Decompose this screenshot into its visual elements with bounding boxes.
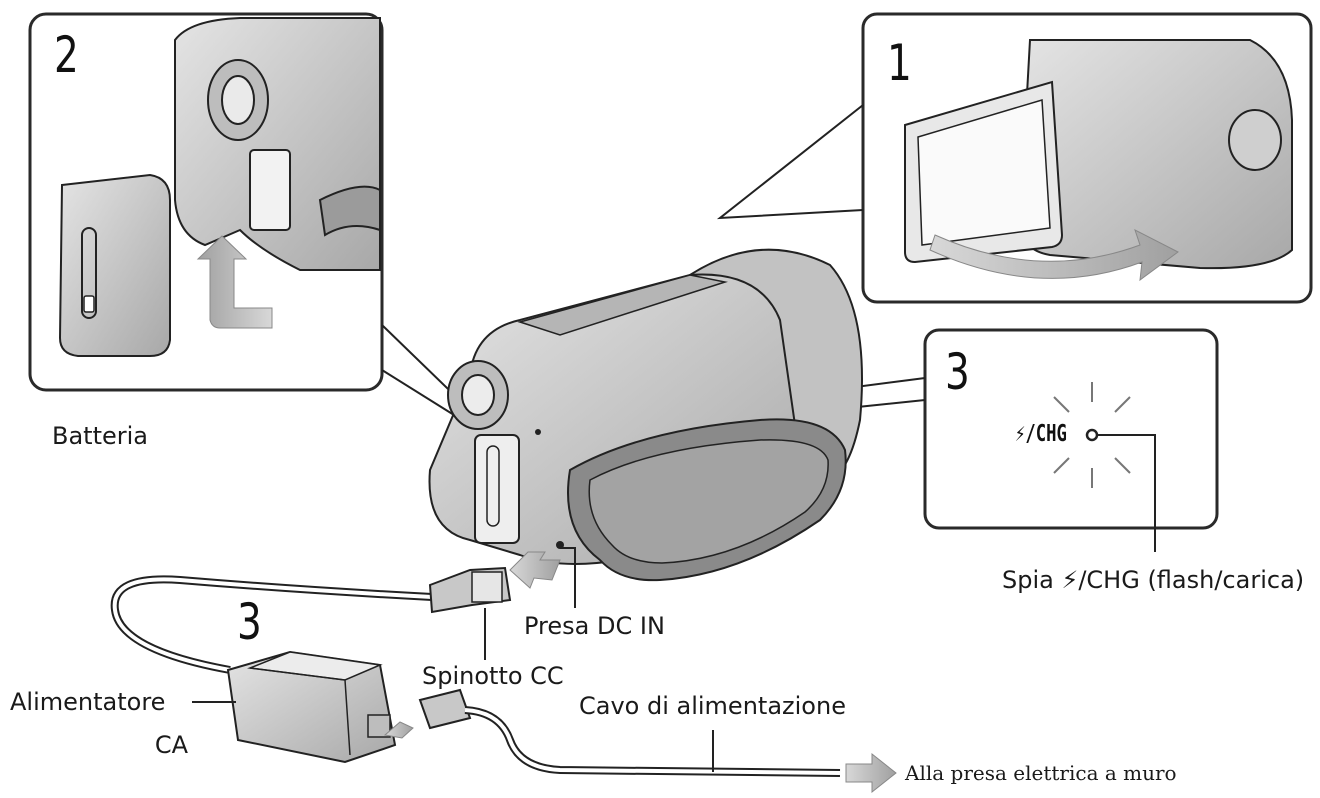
power-cord bbox=[383, 688, 897, 794]
ac-adapter bbox=[192, 650, 397, 764]
spinotto-cc-label: Spinotto CC bbox=[422, 662, 564, 690]
main-battery-compartment bbox=[474, 434, 520, 544]
batteria-label: Batteria bbox=[52, 422, 148, 450]
dc-in-leader bbox=[560, 547, 576, 608]
alla-presa-label: Alla presa elettrica a muro bbox=[905, 761, 1177, 785]
panel-1-callout bbox=[716, 104, 864, 220]
spia-label: Spia ⚡/CHG (flash/carica) bbox=[1002, 566, 1305, 594]
dc-cable bbox=[110, 547, 576, 674]
step-1-number: 1 bbox=[887, 34, 912, 92]
panel-2-camcorder-body bbox=[174, 17, 381, 271]
step-3-adapter-number: 3 bbox=[237, 593, 262, 651]
step-2-number: 2 bbox=[54, 26, 79, 84]
spia-leader bbox=[1097, 434, 1156, 552]
presa-dc-in-label: Presa DC IN bbox=[524, 612, 665, 640]
main-camcorder bbox=[428, 248, 863, 582]
panel-2-strap bbox=[318, 185, 381, 237]
cavo-label: Cavo di alimentazione bbox=[579, 692, 846, 720]
alimentatore-label-line1: Alimentatore bbox=[10, 688, 166, 716]
cord-arrow bbox=[383, 721, 414, 739]
power-cord-plug bbox=[418, 688, 472, 730]
panel-2-battery-slot bbox=[249, 149, 291, 231]
open-arrow bbox=[929, 228, 1179, 282]
panel-3-frame bbox=[923, 328, 1219, 530]
panel-2 bbox=[28, 12, 384, 392]
plug-arrow bbox=[509, 551, 561, 589]
camcorder-top bbox=[517, 274, 728, 336]
battery-pack bbox=[58, 173, 171, 357]
chg-indicator-text: ⚡/CHG bbox=[1015, 421, 1067, 447]
panel-1 bbox=[861, 12, 1313, 304]
step-3-panel-number: 3 bbox=[945, 343, 970, 401]
wall-arrow bbox=[845, 752, 897, 794]
alimentatore-label-line2: CA bbox=[154, 731, 188, 759]
panel-3 bbox=[923, 328, 1219, 552]
chg-lamp bbox=[1085, 428, 1099, 442]
main-chg-lamp bbox=[535, 429, 541, 435]
insert-arrow-shape bbox=[196, 235, 273, 329]
